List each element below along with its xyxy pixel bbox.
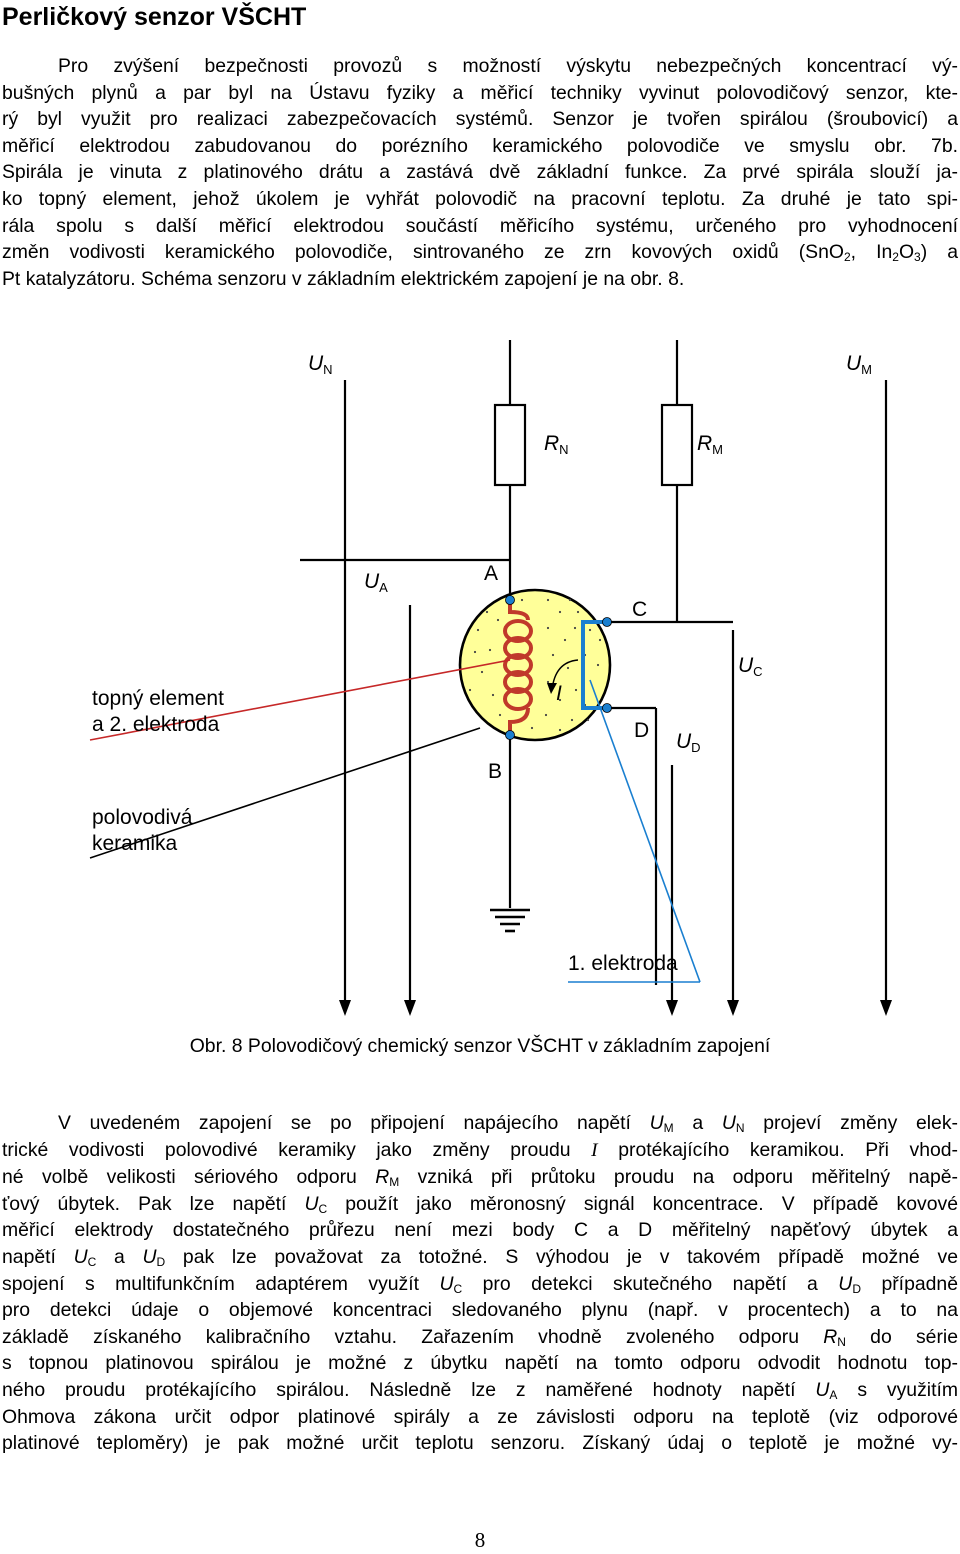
figure-caption: Obr. 8 Polovodičový chemický senzor VŠCH… [189, 1035, 771, 1057]
label-heating-electrode: a 2. elektroda [92, 713, 220, 736]
text-line: bušných plynů a par byl na Ústavu fyziky… [2, 81, 958, 104]
label-uc: UC [738, 654, 763, 679]
label-node-b: B [488, 760, 502, 783]
text-line: Spirála je vinuta z platinového drátu a … [2, 161, 958, 184]
measuring-electrode [581, 620, 607, 710]
text-line: spojení s multifunkčním adaptérem využít… [2, 1272, 958, 1296]
text-line: rý byl využit pro realizaci zabezpečovac… [2, 108, 958, 131]
ground-icon [490, 908, 530, 933]
label-un: UN [308, 352, 333, 377]
page-number: 8 [474, 1528, 486, 1552]
text-line: měřicí elektrody dostatečného průřezu ne… [2, 1219, 958, 1242]
node-b-dot [505, 730, 515, 740]
label-node-a: A [484, 562, 498, 585]
label-ua: UA [364, 570, 388, 595]
label-electrode1: 1. elektroda [568, 952, 678, 975]
label-rn: RN [544, 432, 569, 457]
label-heating-element: topný element [92, 687, 224, 710]
node-a-dot [505, 595, 515, 605]
text-line: V uvedeném zapojení se po připojení napá… [58, 1112, 958, 1135]
node-c-dot [602, 617, 612, 627]
text-line: Pt katalyzátoru. Schéma senzoru v základ… [2, 267, 685, 290]
label-rm: RM [697, 432, 723, 457]
text-line: ko topný element, jehož úkolem je vyhřát… [2, 187, 958, 210]
label-ceramic-2: keramika [92, 832, 178, 855]
label-um: UM [846, 352, 872, 377]
body-paragraph: V uvedeném zapojení se po připojení napá… [2, 1110, 958, 1457]
node-d-dot [602, 703, 612, 713]
text-line: s topnou platinovou spirálou je možné z … [2, 1352, 958, 1375]
label-ud: UD [676, 730, 701, 755]
text-line: platinové teploměry) je pak možné určit … [2, 1432, 958, 1455]
label-node-c: C [632, 598, 647, 621]
label-node-d: D [634, 719, 649, 742]
intro-paragraph: Pro zvýšení bezpečnosti provozů s možnos… [2, 53, 958, 292]
text-line: napětí UC a UD pak lze považovat za toto… [2, 1245, 959, 1269]
text-line: trické vodivosti polovodivé keramiky jak… [2, 1138, 959, 1161]
text-line: Ohmova zákona určit odpor platinové spir… [2, 1405, 958, 1428]
pointer-ceramic [89, 727, 481, 859]
sensor-bead [458, 588, 612, 742]
label-ceramic: polovodivá [92, 806, 193, 829]
text-line: rála spolu s další měřicí elektrodou sou… [2, 214, 958, 237]
label-current: I [556, 682, 562, 705]
text-line: pro detekci údaje o objemové koncentraci… [2, 1299, 958, 1322]
heating-coil [503, 600, 533, 735]
text-line: měřicí elektrodou zabudovanou do porézní… [2, 134, 958, 157]
resistor-rn [493, 403, 527, 487]
pointer-electrode1-diag [589, 679, 701, 983]
page-title: Perličkový senzor VŠCHT [2, 3, 307, 31]
text-line: základě získaného kalibračního vztahu. Z… [2, 1325, 958, 1349]
text-line: ného proudu protékajícího spirálou. Násl… [2, 1378, 959, 1402]
text-line: né volbě velikosti sériového odporu RM v… [2, 1166, 958, 1190]
resistor-rm [660, 403, 694, 487]
sensor-circuit-diagram: UN UM RN RM UA UC UD A B C D I topný ele… [89, 340, 892, 1016]
text-line: ťový úbytek. Pak lze napětí UC použít ja… [2, 1192, 958, 1216]
text-line: změn vodivosti keramického polovodiče, s… [2, 241, 958, 265]
pointer-heating [89, 659, 511, 741]
text-line: Pro zvýšení bezpečnosti provozů s možnos… [58, 55, 958, 77]
